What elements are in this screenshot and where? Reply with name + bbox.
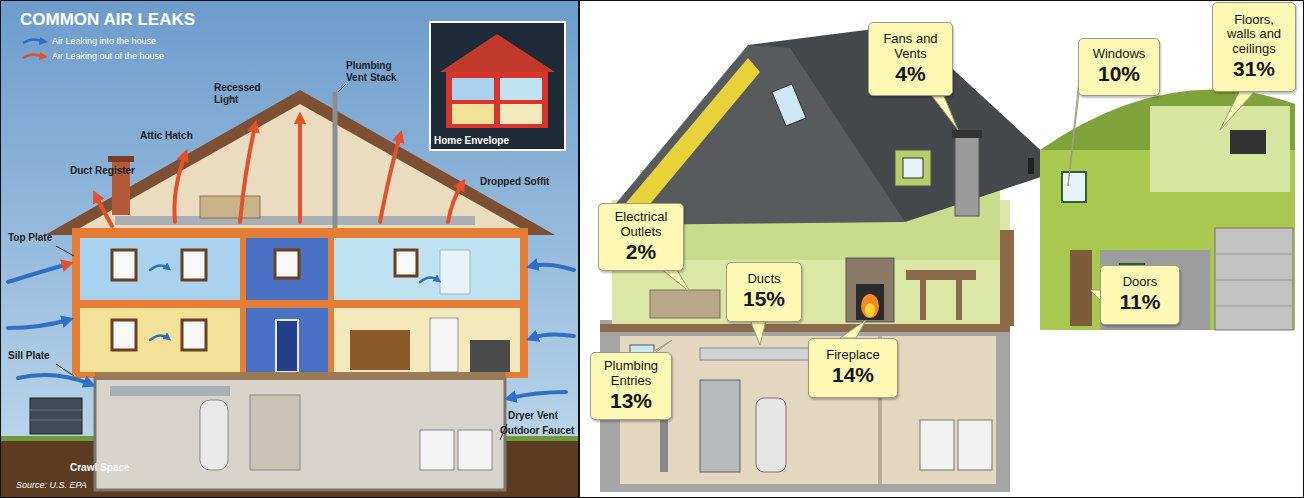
percent-callout: Windows10%	[1078, 38, 1160, 96]
source-note: Source: U.S. EPA	[16, 480, 87, 491]
part-label: Outdoor Faucet	[500, 425, 574, 437]
part-label: Recessed Light	[214, 82, 264, 106]
callout-heading: Fireplace	[814, 348, 892, 363]
callout-percent: 4%	[874, 62, 947, 86]
air-leak-house	[0, 0, 579, 498]
percent-callout: Electrical Outlets2%	[598, 203, 684, 271]
part-label: Sill Plate	[8, 350, 50, 362]
legend-text: Air Leaking out of the house	[52, 51, 164, 61]
percent-callout: Fireplace14%	[808, 338, 898, 398]
legend-text: Air Leaking into the house	[52, 36, 156, 46]
callout-heading: Plumbing Entries	[596, 359, 666, 389]
callout-percent: 15%	[732, 287, 796, 311]
legend-arrow	[22, 36, 48, 46]
callout-heading: Electrical Outlets	[604, 210, 678, 240]
panel-title: COMMON AIR LEAKS	[20, 10, 195, 30]
legend-arrow	[22, 51, 48, 61]
callout-percent: 31%	[1218, 57, 1290, 81]
part-label: Top Plate	[8, 232, 52, 244]
legend-row: Air Leaking out of the house	[22, 51, 164, 61]
percent-callout: Ducts15%	[726, 262, 802, 322]
percent-callout: Plumbing Entries13%	[590, 352, 672, 420]
callout-heading: Floors, walls and ceilings	[1218, 13, 1290, 58]
leak-share-house	[580, 0, 1304, 498]
part-label: Attic Hatch	[140, 130, 193, 142]
callout-heading: Fans and Vents	[874, 32, 947, 62]
percent-callout: Doors11%	[1100, 265, 1180, 325]
percent-callout: Floors, walls and ceilings31%	[1212, 2, 1296, 92]
callout-percent: 10%	[1084, 62, 1154, 86]
part-label: Crawl Space	[70, 462, 129, 474]
part-label: Home Envelope	[434, 135, 509, 147]
callout-heading: Windows	[1084, 47, 1154, 62]
callout-percent: 14%	[814, 363, 892, 387]
callout-heading: Doors	[1106, 275, 1174, 290]
percent-callout: Fans and Vents4%	[868, 22, 953, 96]
part-label: Dryer Vent	[508, 410, 558, 422]
part-label: Plumbing Vent Stack	[346, 60, 406, 84]
part-label: Duct Register	[70, 165, 135, 177]
callout-percent: 2%	[604, 240, 678, 264]
callout-percent: 11%	[1106, 290, 1174, 314]
callout-heading: Ducts	[732, 272, 796, 287]
callout-percent: 13%	[596, 389, 666, 413]
legend-row: Air Leaking into the house	[22, 36, 156, 46]
part-label: Dropped Soffit	[480, 176, 549, 188]
